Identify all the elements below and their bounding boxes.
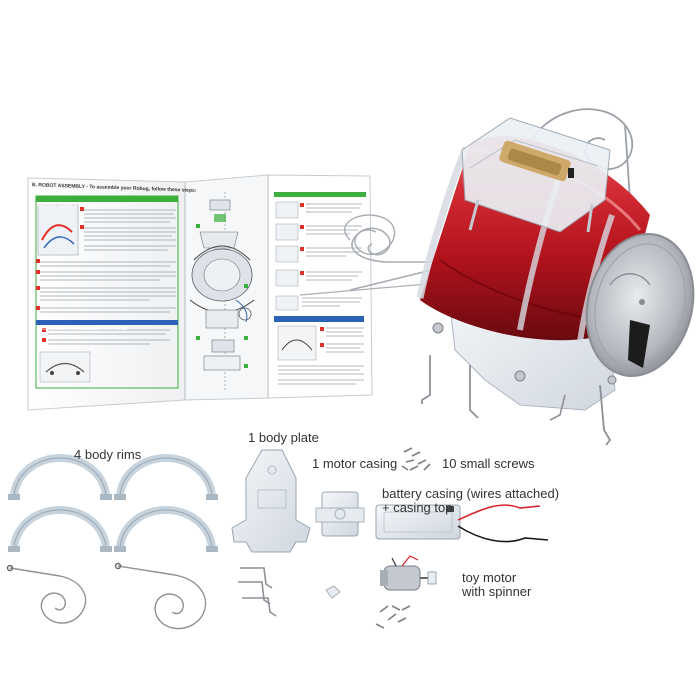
can-opening xyxy=(628,320,650,368)
label-body-plate: 1 body plate xyxy=(248,430,319,445)
booklet-section-2: SECOND BODY RING ASSEMBLY WITH WIRES xyxy=(38,326,128,331)
body-rim-back xyxy=(416,146,470,299)
battery-wire-black xyxy=(457,525,549,543)
body-plate xyxy=(231,449,311,553)
label-motor-casing: 1 motor casing xyxy=(312,456,398,471)
battery-casing-part xyxy=(375,504,549,543)
spiral-wires-group xyxy=(6,562,207,630)
exploded-diagram xyxy=(189,192,255,390)
assembled-can-robot xyxy=(299,108,695,446)
clear-spinner-parts xyxy=(325,585,341,599)
spiral-wire-2 xyxy=(117,565,207,630)
label-toy-motor-line1: toy motor xyxy=(462,570,517,585)
label-battery-casing-line2: + casing top xyxy=(382,500,453,515)
label-battery-casing-line1: battery casing (wires attached) xyxy=(382,486,560,501)
label-small-screws: 10 small screws xyxy=(442,456,535,471)
label-body-rims: 4 body rims xyxy=(74,447,142,462)
toy-motor-part xyxy=(380,555,437,591)
small-screws-top xyxy=(401,447,431,471)
booklet-section-1: BATTERY CASING & SHIFT RING ASSEMBLY xyxy=(38,203,124,208)
small-screws-bottom xyxy=(375,605,411,629)
body-rim-4 xyxy=(116,506,216,551)
robot-battery-casing xyxy=(461,117,611,233)
label-toy-motor-line2: with spinner xyxy=(462,584,532,599)
wire-legs-group xyxy=(238,567,277,617)
body-rim-front xyxy=(577,214,615,343)
battery-wire-red xyxy=(457,504,541,521)
body-rims-group xyxy=(8,454,218,552)
can-lid xyxy=(585,233,695,377)
body-rim-1 xyxy=(10,454,110,499)
body-rim-2 xyxy=(116,454,216,499)
motor-casing-part xyxy=(315,491,365,537)
right-page-steps xyxy=(274,192,366,385)
spiral-wire-1 xyxy=(9,567,87,624)
body-rim-3 xyxy=(10,506,110,551)
instruction-booklet xyxy=(27,174,373,411)
